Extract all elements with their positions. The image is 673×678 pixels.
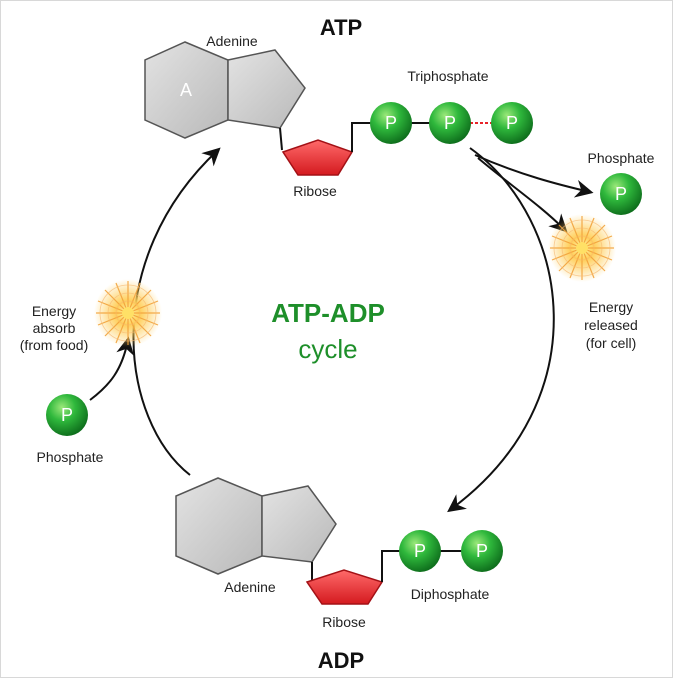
- absorb-phosphate-arrow: [89, 336, 134, 401]
- released-products: Phosphate P Energy released (for cell): [548, 150, 655, 351]
- absorbed-energy-line-3: (from food): [20, 337, 88, 353]
- cycle-arrows: [89, 147, 594, 513]
- atp-phosphate-ball-1: [370, 102, 412, 144]
- atp-adenine-pentagon: [227, 49, 306, 129]
- atp-phosphate-letter-2: P: [444, 113, 456, 133]
- released-phosphate-letter: P: [615, 184, 627, 204]
- release-energy-arrow: [477, 157, 568, 233]
- absorbed-energy-line-1: Energy: [32, 303, 76, 319]
- released-phosphate-label: Phosphate: [588, 150, 655, 166]
- adp-phosphate-ball-1: [399, 530, 441, 572]
- atp-ribose-pentagon: [281, 139, 354, 176]
- adp-diphosphate-label: Diphosphate: [411, 586, 490, 602]
- cycle-title: ATP-ADP cycle: [271, 298, 385, 364]
- absorbed-energy-line-2: absorb: [33, 320, 76, 336]
- atp-molecule: ATP Adenine A Ribose Triphosphate P P P: [144, 15, 533, 199]
- atp-adenine-letter: A: [180, 80, 192, 100]
- atp-adenine-ribose-bond: [279, 127, 283, 151]
- atp-title: ATP: [320, 15, 362, 40]
- released-energy-line-1: Energy: [589, 299, 633, 315]
- absorbed-inputs: Energy absorb (from food) P Phosphate: [20, 279, 162, 465]
- atp-ribose-phosphate-bond: [351, 122, 372, 152]
- released-energy-line-3: (for cell): [586, 335, 637, 351]
- atp-ribose-label: Ribose: [293, 183, 337, 199]
- hydrolysis-arrow: [447, 147, 555, 513]
- atp-phosphate-letter-3: P: [506, 113, 518, 133]
- released-phosphate-ball: [600, 173, 642, 215]
- adp-ribose-phosphate-bond: [381, 550, 400, 582]
- released-energy-burst-icon: [548, 214, 616, 282]
- adp-molecule: Adenine Ribose P P Diphosphate ADP: [175, 477, 503, 673]
- absorbed-phosphate-label: Phosphate: [37, 449, 104, 465]
- adp-ribose-label: Ribose: [322, 614, 366, 630]
- adp-adenine-hexagon: [175, 477, 263, 575]
- adp-title: ADP: [318, 648, 364, 673]
- absorbed-phosphate-letter: P: [61, 405, 73, 425]
- cycle-title-line-2: cycle: [298, 334, 357, 364]
- released-energy-line-2: released: [584, 317, 638, 333]
- atp-phosphate-letter-1: P: [385, 113, 397, 133]
- release-phosphate-arrow: [474, 154, 594, 198]
- absorbed-energy-burst-icon: [94, 279, 162, 347]
- adp-adenine-pentagon: [261, 485, 337, 563]
- adp-ribose-pentagon: [305, 569, 384, 605]
- atp-triphosphate-label: Triphosphate: [407, 68, 488, 84]
- adp-adenine-label: Adenine: [224, 579, 276, 595]
- adp-phosphate-letter-1: P: [414, 541, 426, 561]
- atp-adenine-label: Adenine: [206, 33, 258, 49]
- atp-phosphate-ball-2: [429, 102, 471, 144]
- adp-phosphate-ball-2: [461, 530, 503, 572]
- atp-phosphate-ball-3: [491, 102, 533, 144]
- absorbed-phosphate-ball: [46, 394, 88, 436]
- cycle-title-line-1: ATP-ADP: [271, 298, 385, 328]
- adp-phosphate-letter-2: P: [476, 541, 488, 561]
